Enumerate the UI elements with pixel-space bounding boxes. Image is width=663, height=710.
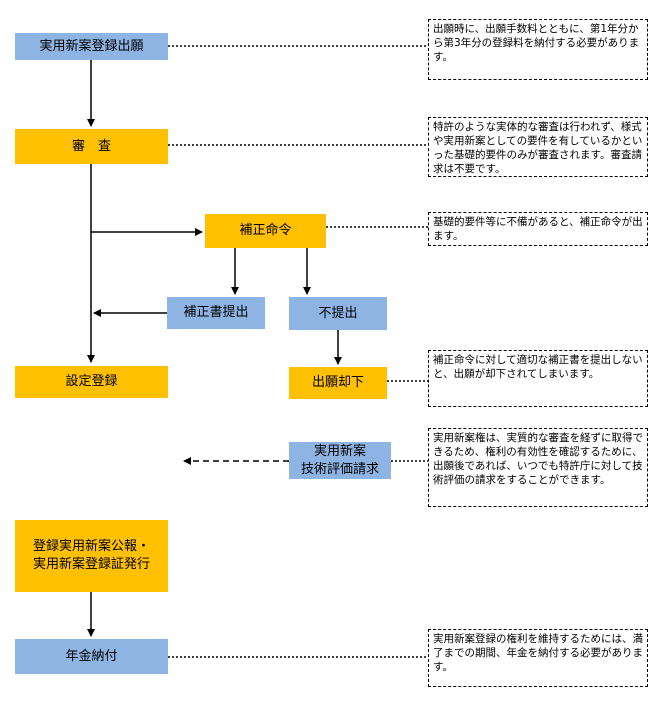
evaluation-request-box: 実用新案 技術評価請求 (289, 442, 391, 479)
examination-note: 特許のような実体的な審査は行われず、様式や実用新案としての要件を有しているかとい… (428, 117, 648, 177)
publication-box: 登録実用新案公報・ 実用新案登録証発行 (15, 520, 168, 592)
setting-registration-box: 設定登録 (15, 366, 168, 398)
application-box: 実用新案登録出願 (15, 33, 168, 60)
annuity-box: 年金納付 (15, 639, 168, 674)
amendment-submission-box: 補正書提出 (167, 297, 265, 329)
examination-box: 審 査 (15, 129, 168, 164)
dismissal-note: 補正命令に対して適切な補正書を提出しないと、出願が却下されてしまいます。 (428, 350, 648, 407)
evaluation-request-note: 実用新案権は、実質的な審査を経ずに取得できるため、権利の有効性を確認するために、… (428, 428, 648, 507)
correction-order-box: 補正命令 (205, 214, 326, 248)
no-submission-box: 不提出 (289, 297, 387, 330)
correction-order-note: 基礎的要件等に不備があると、補正命令が出ます。 (428, 212, 648, 246)
annuity-note: 実用新案登録の権利を維持するためには、満了までの期間、年金を納付する必要がありま… (428, 629, 648, 687)
application-note: 出願時に、出願手数料とともに、第1年分から第3年分の登録料を納付する必要がありま… (428, 19, 648, 80)
dismissal-box: 出願却下 (289, 367, 387, 399)
